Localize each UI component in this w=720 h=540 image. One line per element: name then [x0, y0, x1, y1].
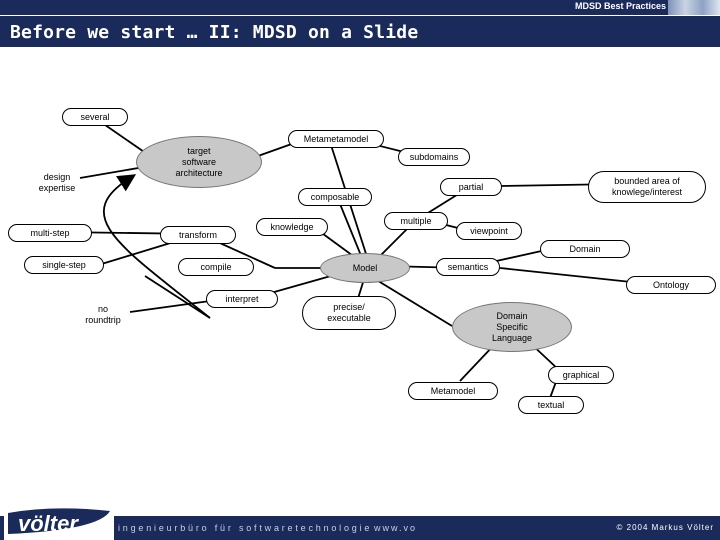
node-textual: textual [518, 396, 584, 414]
node-domain: Domain [540, 240, 630, 258]
footer-url[interactable]: www.vo [374, 523, 417, 533]
mind-map: several Metametamodel target software ar… [0, 46, 720, 516]
footer-copyright: © 2004 Markus Völter [617, 523, 714, 532]
voelter-logo: völter [4, 500, 114, 540]
node-knowledge: knowledge [256, 218, 328, 236]
node-subdomains: subdomains [398, 148, 470, 166]
node-composable: composable [298, 188, 372, 206]
node-partial: partial [440, 178, 502, 196]
slide-title: Before we start … II: MDSD on a Slide [10, 22, 418, 43]
header-image [668, 0, 720, 15]
node-semantics: semantics [436, 258, 500, 276]
node-precise-executable: precise/ executable [302, 296, 396, 330]
footer-bar: völter ingenieurbüro für softwaretechnol… [0, 516, 720, 540]
node-interpret: interpret [206, 290, 278, 308]
node-bounded-area: bounded area of knowlege/interest [588, 171, 706, 203]
node-graphical: graphical [548, 366, 614, 384]
node-model: Model [320, 253, 410, 283]
node-ontology: Ontology [626, 276, 716, 294]
node-compile: compile [178, 258, 254, 276]
node-no-roundtrip: no roundtrip [62, 302, 144, 328]
node-metamodel: Metamodel [408, 382, 498, 400]
node-design-expertise: design expertise [20, 170, 94, 196]
node-multiple: multiple [384, 212, 448, 230]
node-multi-step: multi-step [8, 224, 92, 242]
node-single-step: single-step [24, 256, 104, 274]
node-domain-specific-language: Domain Specific Language [452, 302, 572, 352]
logo-text: völter [18, 511, 79, 536]
node-several: several [62, 108, 128, 126]
top-bar: MDSD Best Practices [0, 0, 720, 15]
title-bar: Before we start … II: MDSD on a Slide [0, 15, 720, 47]
brand-label: MDSD Best Practices [575, 1, 666, 11]
node-target-software-architecture: target software architecture [136, 136, 262, 188]
node-transform: transform [160, 226, 236, 244]
node-metametamodel: Metametamodel [288, 130, 384, 148]
node-viewpoint: viewpoint [456, 222, 522, 240]
footer-tagline: ingenieurbüro für softwaretechnologie [118, 523, 372, 533]
